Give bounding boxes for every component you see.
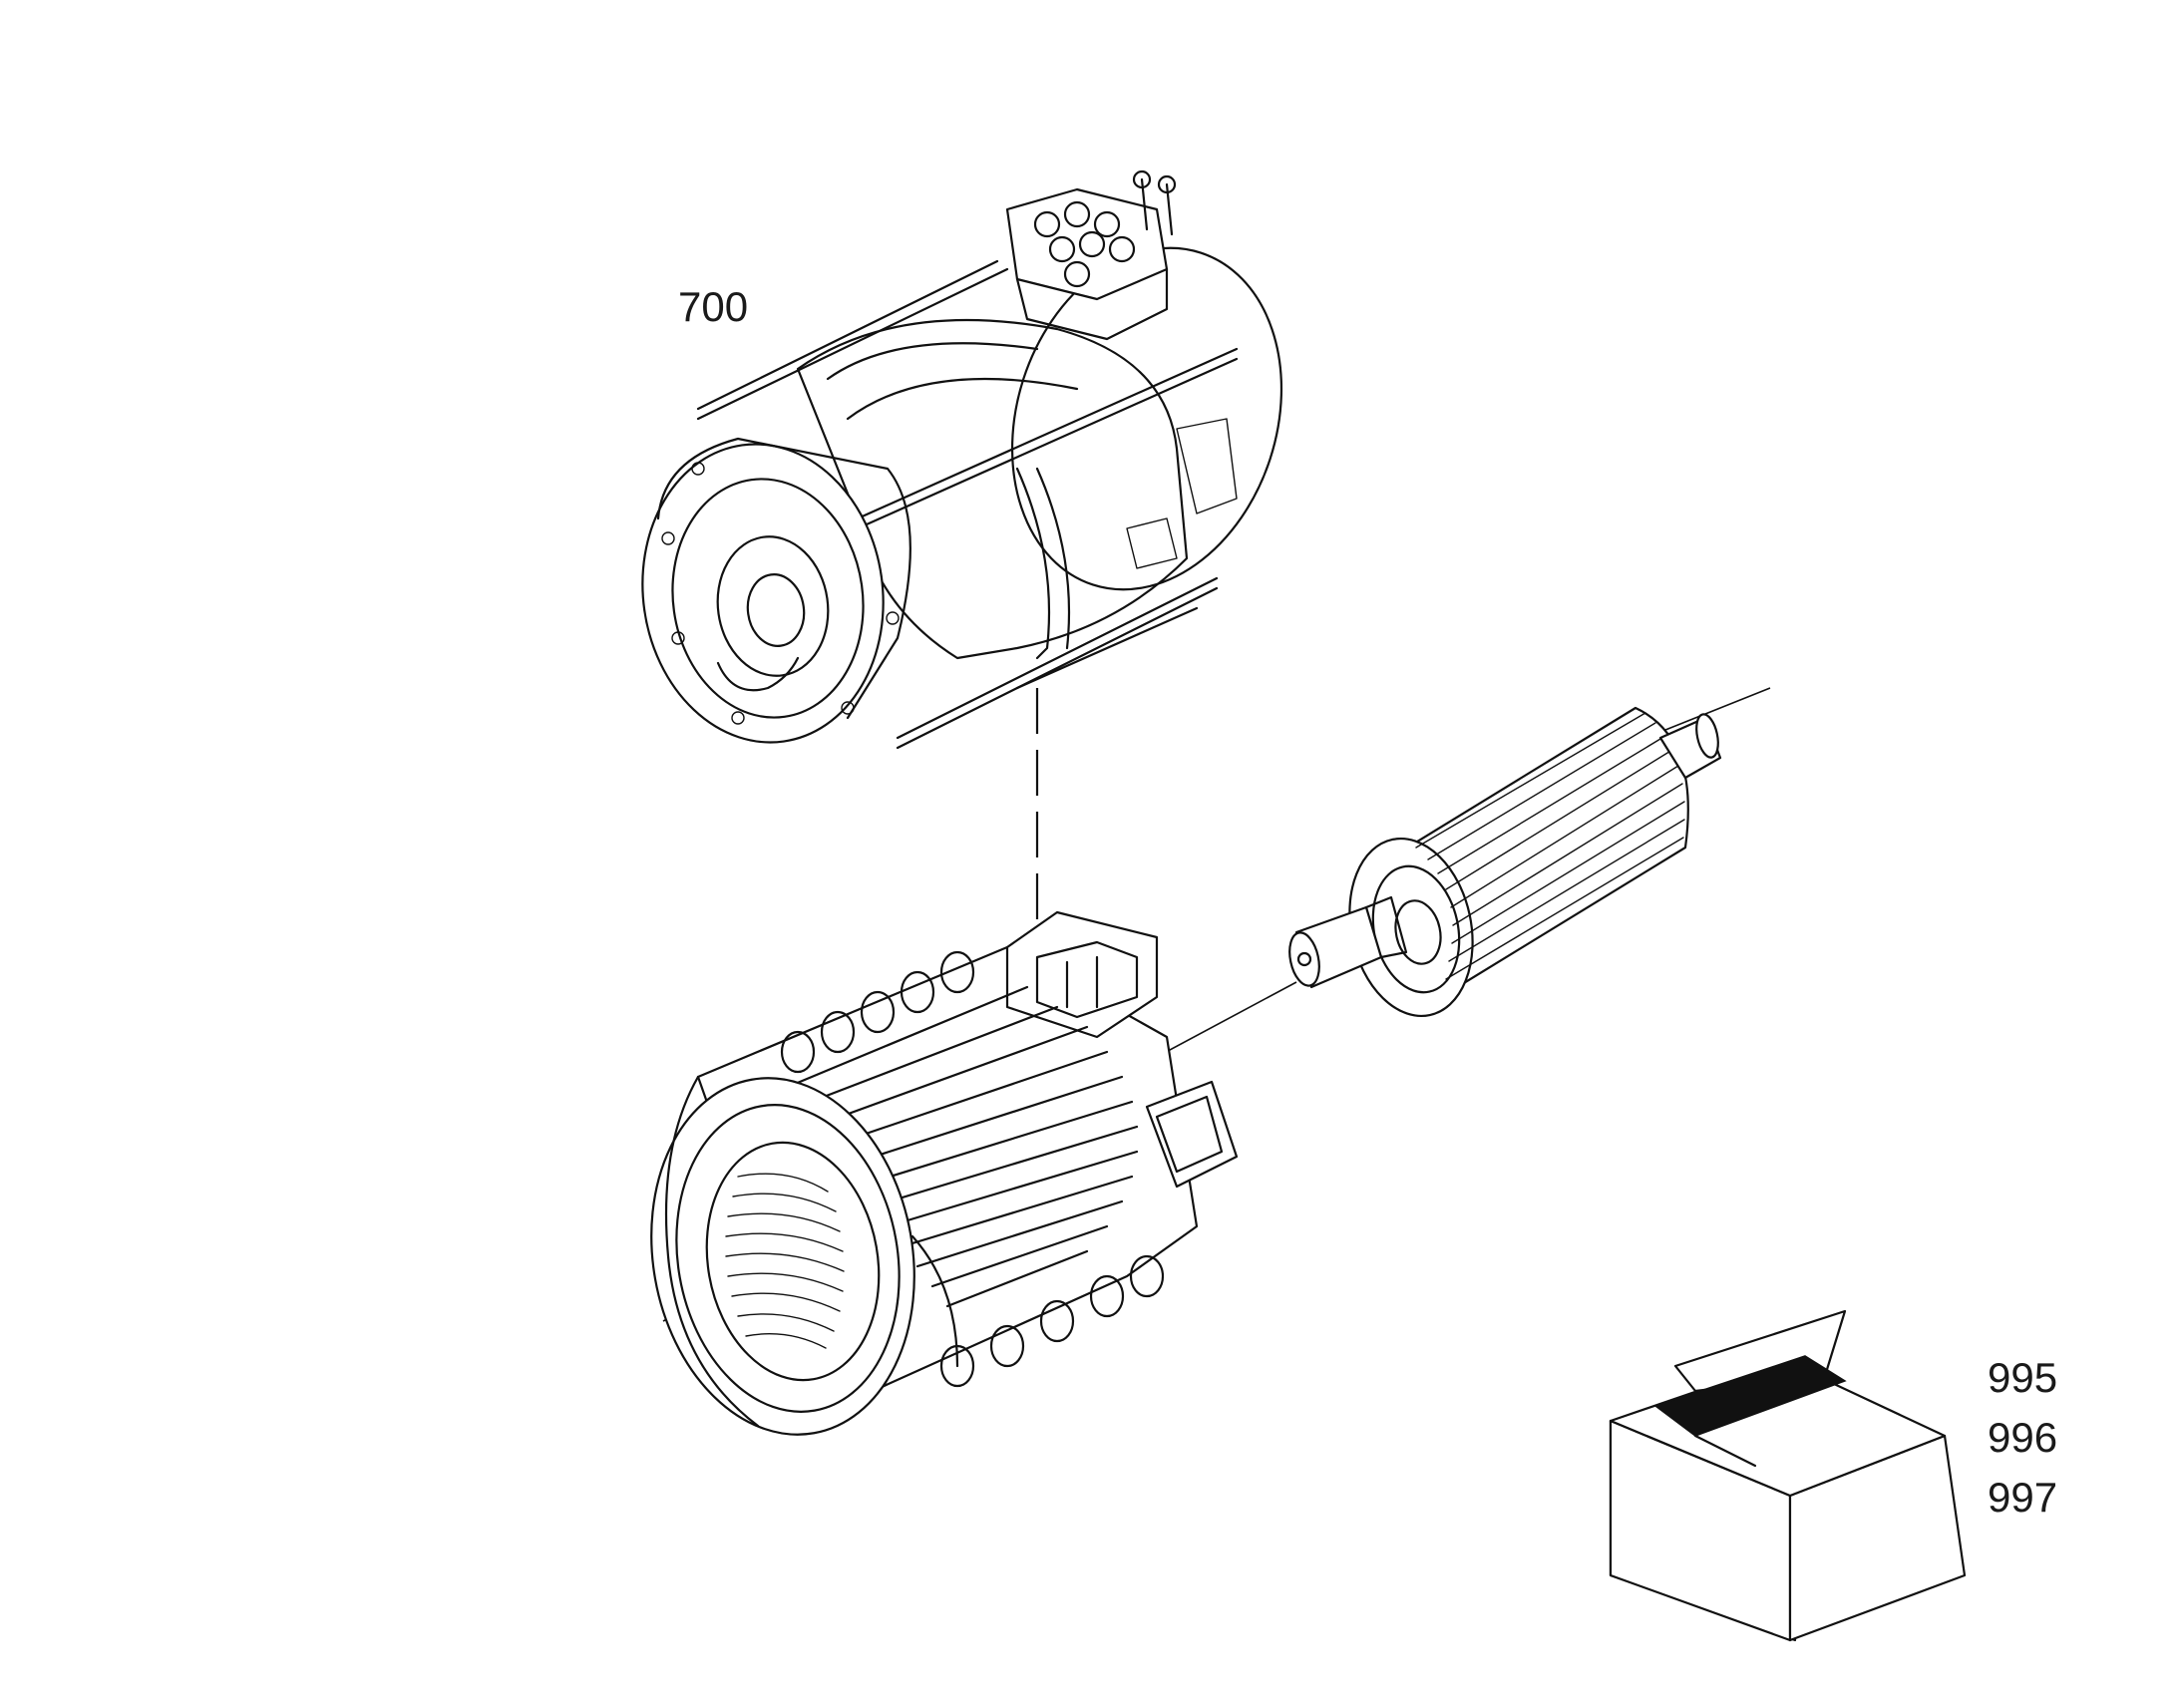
callout-995: 995 — [1988, 1354, 2057, 1401]
stator-drawing — [650, 910, 1239, 1436]
rotor-bars — [1415, 712, 1685, 980]
stator-cooling-fins — [786, 985, 1139, 1308]
packaging-box-drawing — [1609, 1309, 1967, 1642]
callout-997: 997 — [1988, 1474, 2057, 1521]
callout-996: 996 — [1988, 1414, 2057, 1461]
stator-winding-slots — [725, 1173, 845, 1349]
packaging-tape-strip — [1653, 1355, 1847, 1437]
rotor-drawing — [1288, 706, 1722, 1018]
housing-assembly-drawing — [641, 170, 1283, 750]
callout-700: 700 — [678, 283, 748, 330]
